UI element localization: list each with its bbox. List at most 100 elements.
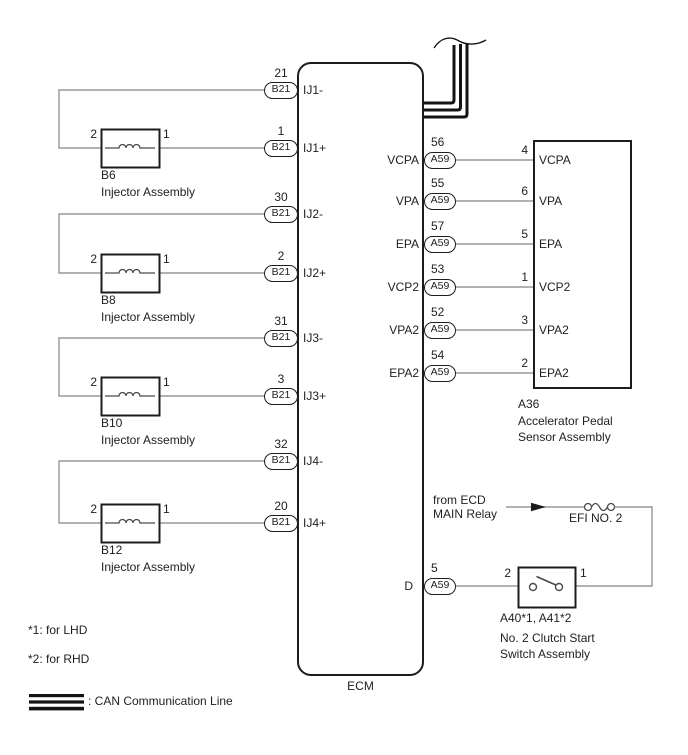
sensor-signal-label: VCPA [539,153,571,167]
ecm-pin-number: 52 [431,305,445,319]
injector-pin-number: 1 [163,375,170,389]
connector-oval-a59: A59 [424,193,456,210]
sensor-pin-number: 5 [521,227,528,241]
ecm-signal-label: VPA [395,194,419,208]
ecm-pin-number: 56 [431,135,445,149]
sensor-signal-label: VCP2 [539,280,571,294]
footnote-rhd: *2: for RHD [28,652,90,666]
connector-oval-b21: B21 [264,82,298,99]
injector-name: Injector Assembly [101,185,196,199]
sensor-wires [456,159,533,374]
ecm-label: ECM [347,679,374,693]
injector-pin-number: 1 [163,252,170,266]
injector-pin-number: 2 [90,375,97,389]
switch-name: No. 2 Clutch Start [500,631,595,645]
ecm-pin-number: 2 [277,249,285,263]
relay-source-label: MAIN Relay [433,507,498,521]
ecm-pin-number: 31 [274,314,288,328]
injector-id: B8 [101,293,116,307]
connector-oval-b21: B21 [264,453,298,470]
connector-oval-a59: A59 [424,365,456,382]
ecm-signal-label: IJ3+ [303,389,327,403]
ecm-signal-label: IJ2- [303,207,324,221]
sensor-signal-label: VPA2 [539,323,569,337]
connector-oval-a59: A59 [424,279,456,296]
connector-oval-b21: B21 [264,388,298,405]
sensor-name: Sensor Assembly [518,430,611,444]
injector-pin-number: 1 [163,127,170,141]
clutch-circuit [456,502,653,609]
coil-icon [105,391,155,397]
sensor-name: Accelerator Pedal [518,414,613,428]
switch-pin-number: 1 [580,566,587,580]
ecm-pin-number: 21 [274,66,288,80]
ecm-signal-label: IJ4- [303,454,324,468]
connector-oval-b21: B21 [264,140,298,157]
coil-icon [105,268,155,274]
accelerator-pedal-sensor-box [533,140,632,389]
ecm-signal-label: IJ2+ [303,266,327,280]
ecm-pin-number: 55 [431,176,445,190]
sensor-signal-label: EPA [539,237,563,251]
ecm-pin-number: 3 [277,372,285,386]
fuse-icon [583,502,616,512]
ecm-pin-number: 20 [274,499,288,513]
connector-oval-b21: B21 [264,206,298,223]
ecm-signal-label: VCP2 [387,280,419,294]
fuse-label: EFI NO. 2 [569,511,623,525]
sensor-pin-number: 6 [521,184,528,198]
injector-name: Injector Assembly [101,560,196,574]
connector-oval-b21: B21 [264,265,298,282]
connector-oval-a59: A59 [424,236,456,253]
injector-pin-number: 1 [163,502,170,516]
legend-can-label: : CAN Communication Line [88,694,233,708]
flow-arrow-icon [531,502,546,512]
legend-can-bars-icon [29,694,84,711]
can-break-squiggle [433,37,487,49]
coil-icon [105,518,155,524]
sensor-signal-label: VPA [539,194,563,208]
ecm-signal-label: VCPA [387,153,419,167]
switch-pin-number: 2 [504,566,511,580]
injector-circuit-b10 [58,337,264,417]
injector-circuit-b12 [58,460,264,544]
switch-contact-icon [528,575,564,592]
ecm-signal-label: EPA [395,237,419,251]
injector-pin-number: 2 [90,252,97,266]
switch-name: Switch Assembly [500,647,591,661]
injector-circuit-b8 [58,213,264,294]
injector-pin-number: 2 [90,502,97,516]
can-communication-line [424,37,487,119]
ecm-signal-label: IJ4+ [303,516,327,530]
ecm-box [297,62,424,676]
injector-name: Injector Assembly [101,433,196,447]
ecm-pin-number: 57 [431,219,445,233]
ecm-pin-number: 53 [431,262,445,276]
sensor-pin-number: 3 [521,313,528,327]
connector-oval-a59: A59 [424,322,456,339]
ecm-signal-label: EPA2 [389,366,419,380]
injector-id: B10 [101,416,123,430]
injector-pin-number: 2 [90,127,97,141]
ecm-pin-number: 1 [277,124,285,138]
sensor-signal-label: EPA2 [539,366,569,380]
ecm-signal-label: IJ1+ [303,141,327,155]
sensor-pin-number: 2 [521,356,528,370]
ecm-pin-number: 32 [274,437,288,451]
injector-name: Injector Assembly [101,310,196,324]
ecm-signal-label: IJ3- [303,331,324,345]
ecm-pin-number: 30 [274,190,288,204]
switch-id: A40*1, A41*2 [500,611,572,625]
coil-icon [105,143,155,149]
injector-id: B6 [101,168,116,182]
footnote-lhd: *1: for LHD [28,623,88,637]
clutch-switch-body [517,566,577,609]
ecm-signal-label: IJ1- [303,83,324,97]
relay-source-label: from ECD [433,493,486,507]
injector-circuit-b6 [58,89,264,169]
connector-oval-b21: B21 [264,330,298,347]
connector-oval-a59: A59 [424,152,456,169]
ecm-pin-number: 5 [431,561,438,575]
